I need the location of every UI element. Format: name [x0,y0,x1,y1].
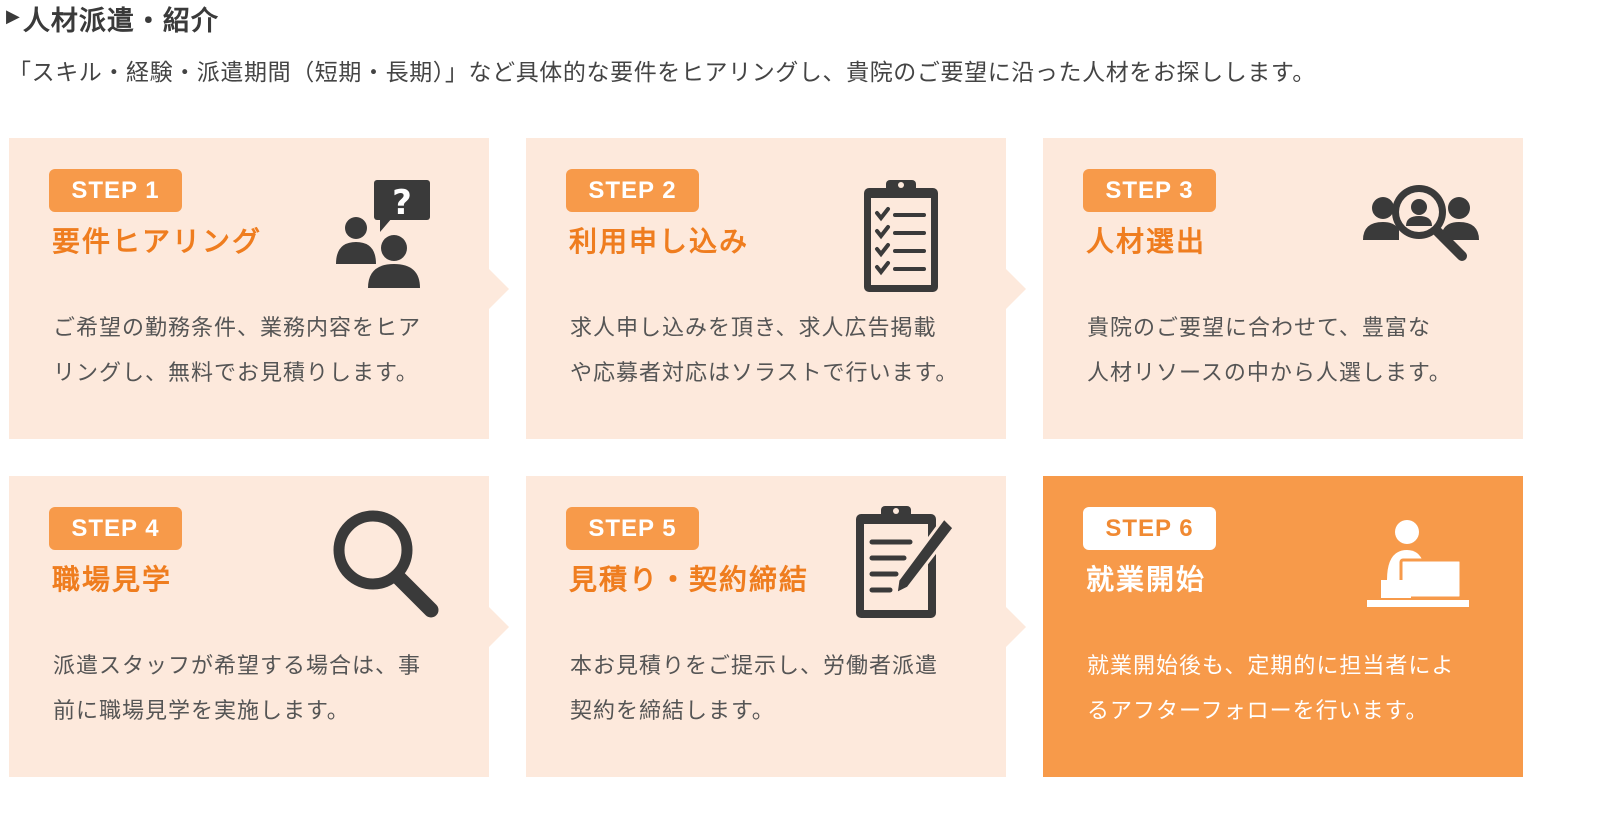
step-badge: STEP 1 [49,169,182,212]
step-description: 求人申し込みを頂き、求人広告掲載 や応募者対応はソラストで行います。 [570,316,959,386]
step-card-3: STEP 3 人材選出 貴院のご要望に合わせて、豊富な 人材リソースの中から人選… [1043,138,1523,439]
flow-arrow [1006,269,1026,309]
step-title: 就業開始 [1086,563,1207,596]
flow-arrow [489,269,509,309]
step-card-1: STEP 1 要件ヒアリング ? ご希望の勤務条件、業務内容をヒア リングし、無… [9,138,509,439]
step-card-6: STEP 6 就業開始 就業開始後も、定期的に担当者によ るアフターフォローを行… [1043,476,1523,777]
clipboard-pencil-icon [846,502,966,622]
step-badge: STEP 5 [566,507,699,550]
step-card-4: STEP 4 職場見学 派遣スタッフが希望する場合は、事 前に職場見学を実施しま… [9,476,509,777]
people-question-icon: ? [334,176,454,296]
step-badge: STEP 2 [566,169,699,212]
step-title: 見積り・契約締結 [569,563,810,596]
person-desk-icon [1361,518,1481,638]
step-title: 職場見学 [52,563,173,596]
step-description: 派遣スタッフが希望する場合は、事 前に職場見学を実施します。 [53,654,422,724]
step-description: 貴院のご要望に合わせて、豊富な 人材リソースの中から人選します。 [1087,316,1452,386]
step-card-2: STEP 2 利用申し込み 求人申し込 [526,138,1026,439]
step-title: 人材選出 [1086,225,1207,258]
clipboard-checklist-icon [841,176,961,296]
step-card-5: STEP 5 見積り・契約締結 本お見積りをご提示し、労働者派遣 契約を締結しま… [526,476,1026,777]
intro-text: 「スキル・経験・派遣期間（短期・長期）」など具体的な要件をヒアリングし、貴院のご… [8,60,1316,86]
section-title: ▶ 人材派遣・紹介 [6,0,219,37]
step-badge: STEP 4 [49,507,182,550]
step-badge: STEP 6 [1083,507,1216,550]
step-badge: STEP 3 [1083,169,1216,212]
section-title-text: 人材派遣・紹介 [22,5,219,37]
step-description: ご希望の勤務条件、業務内容をヒア リングし、無料でお見積りします。 [53,316,422,386]
svg-text:?: ? [392,183,412,223]
people-search-icon [1361,178,1481,298]
step-title: 要件ヒアリング [52,225,263,258]
flow-arrow [489,607,509,647]
step-description: 就業開始後も、定期的に担当者によ るアフターフォローを行います。 [1087,654,1455,724]
magnifier-icon [327,504,447,624]
step-title: 利用申し込み [569,225,750,258]
step-description: 本お見積りをご提示し、労働者派遣 契約を締結します。 [570,654,939,724]
flow-arrow [1006,607,1026,647]
triangle-marker-icon: ▶ [6,5,21,27]
